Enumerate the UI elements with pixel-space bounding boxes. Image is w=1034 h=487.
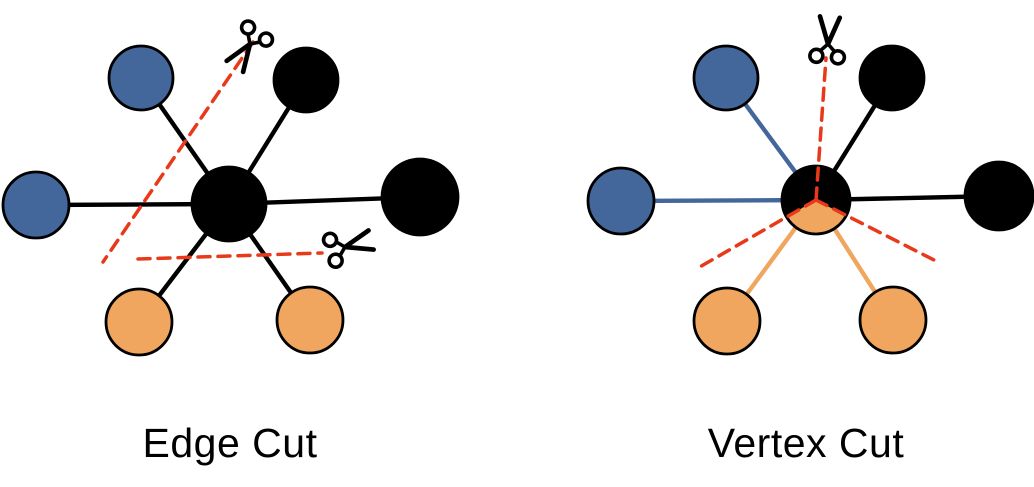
vertex-cut-cut-line-1 <box>814 56 828 202</box>
edge-cut-node-blue-left <box>1 170 71 240</box>
edge-cut-cut-line-2 <box>136 251 324 261</box>
vertex-cut-cut-line-3 <box>814 198 936 262</box>
edge-cut-node-orange-bottom-left <box>104 287 174 357</box>
edge-cut-node-blue-top-left <box>107 44 175 112</box>
edge-cut-scissors-icon-1 <box>221 19 275 77</box>
vertex-cut-center-wedge <box>787 200 845 233</box>
edge-cut-center-node <box>190 165 268 243</box>
vertex-cut-group <box>586 16 1034 356</box>
vertex-cut-node-orange-bottom-left <box>692 286 762 356</box>
vertex-cut-cut-line-2 <box>696 198 818 270</box>
vertex-cut-node-blue-top-left <box>692 44 760 112</box>
vertex-cut-node-black-right <box>963 160 1034 232</box>
edge-cut-cut-line-1 <box>101 40 255 264</box>
vertex-cut-node-orange-bottom-right <box>858 285 928 355</box>
vertex-cut-node-black-top-right <box>858 44 926 112</box>
vertex-cut-scissors-icon-1 <box>809 16 847 64</box>
edge-cut-group <box>1 19 460 357</box>
edge-cut-node-black-right <box>380 157 460 237</box>
edge-cut-scissors-icon-2 <box>322 223 375 268</box>
edge-cut-label: Edge Cut <box>142 420 318 466</box>
vertex-cut-label: Vertex Cut <box>707 420 905 466</box>
vertex-cut-node-blue-left <box>586 166 656 236</box>
edge-cut-node-orange-bottom-right <box>275 285 345 355</box>
edge-cut-node-black-top-right <box>272 46 340 114</box>
